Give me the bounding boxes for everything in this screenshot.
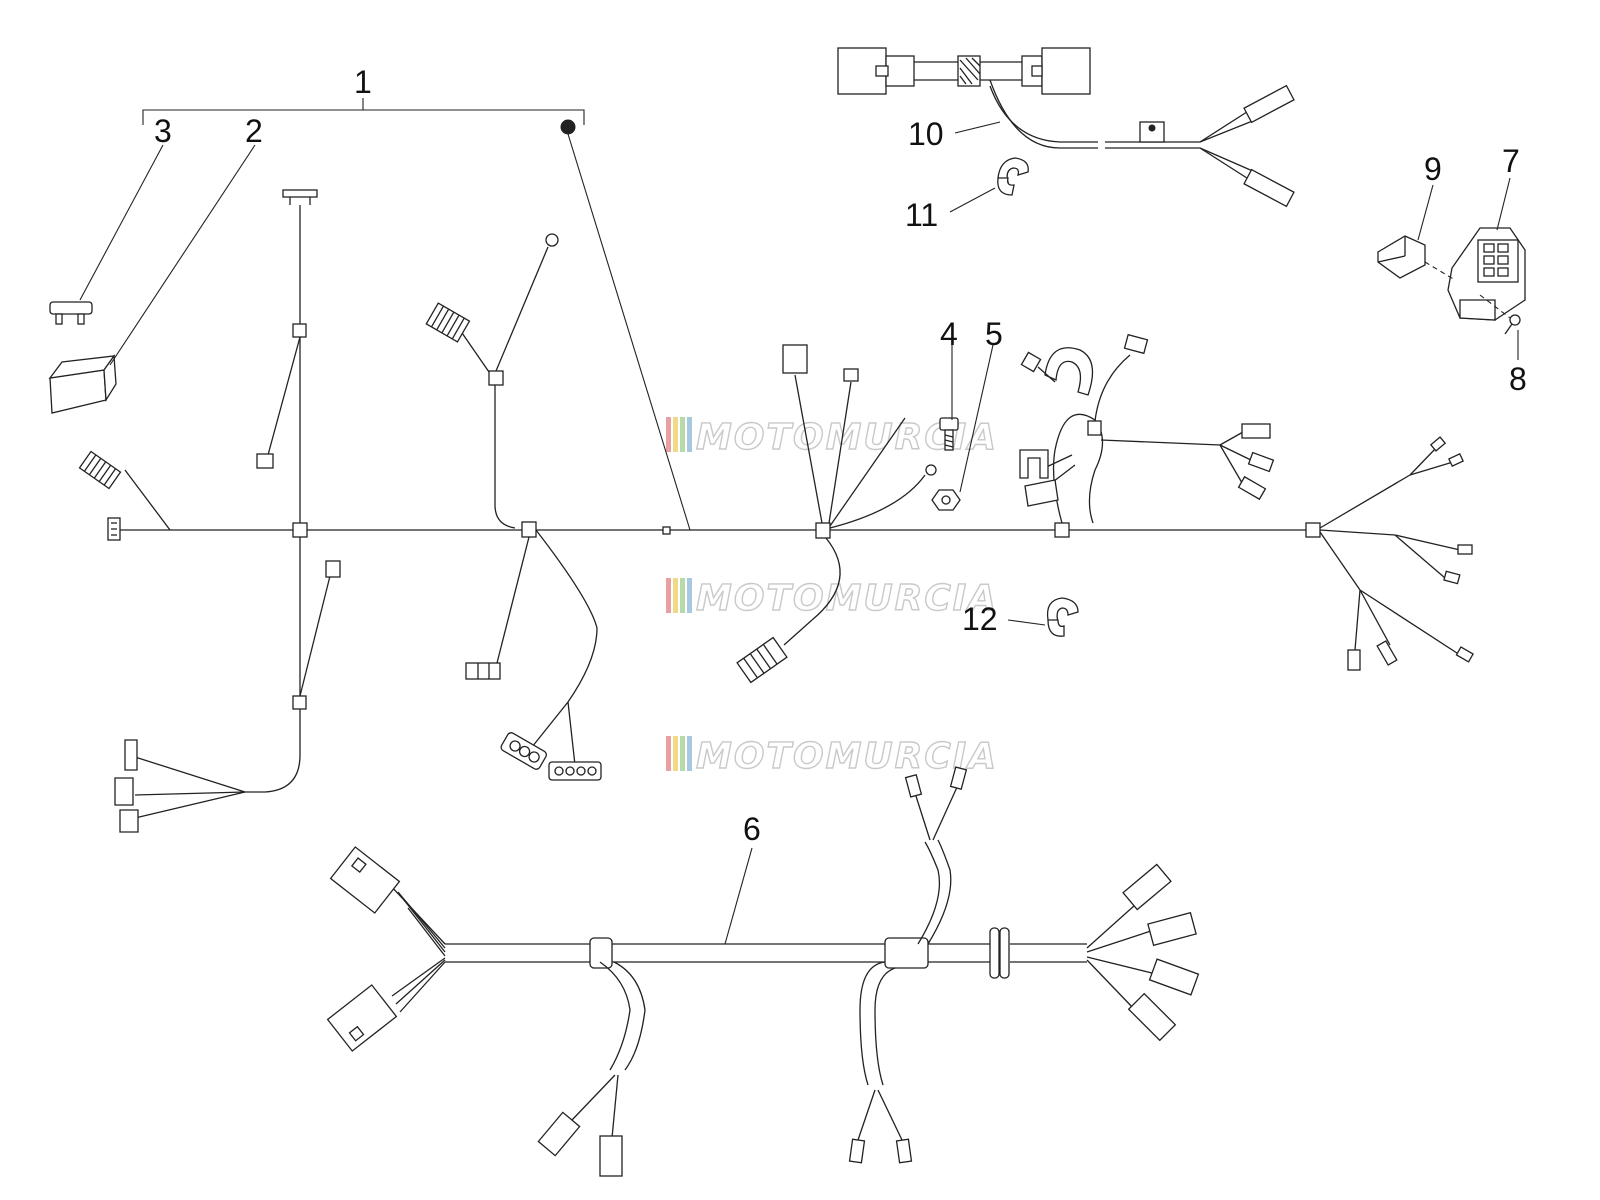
watermark-middle: MOTOMURCIA [666,577,998,620]
part-11-cable-clip [997,157,1029,196]
junction-g [1054,522,1070,538]
part-9-bracket [1377,235,1456,281]
label-part-7: 7 [1502,143,1520,179]
label-part-1: 1 [354,64,372,100]
junction-e [521,521,537,538]
part-2-relay-box [48,354,117,414]
connector-6b [326,984,398,1052]
junction-a [292,323,307,338]
label-part-11: 11 [905,197,938,233]
label-part-2: 2 [245,113,263,149]
label-part-9: 9 [1424,151,1442,187]
watermark-text-middle: MOTOMURCIA [696,578,998,619]
part-3-fuse [49,301,93,325]
connector-hub-3 [736,636,788,684]
top-clip-connector [282,189,318,198]
terminal-r3 [1457,544,1473,555]
watermark-text-bottom: MOTOMURCIA [696,736,998,777]
small-marker [662,526,671,535]
quad-connector-b [548,761,602,781]
main-harness [78,189,1474,833]
connector-h2 [1247,451,1275,473]
ring-terminal-hub [925,464,937,476]
junction-c [292,695,307,710]
multi-connector-top [425,302,471,343]
small-connector-a [256,453,274,469]
fan-connector-2 [114,777,134,806]
watermark-bottom: MOTOMURCIA [666,735,998,778]
connector-hub-2 [843,368,859,382]
fan-connector-3 [119,809,139,833]
triple-connector-a [500,732,547,770]
label-part-10: 10 [908,116,944,152]
label-part-6: 6 [743,811,761,847]
connector-h3 [1237,475,1267,501]
label-part-8: 8 [1509,361,1527,397]
terminal-r4 [1443,570,1461,585]
label-part-4: 4 [940,316,958,352]
small-connector-b [325,560,341,578]
junction-b [292,522,308,538]
terminal-6e [848,1138,866,1164]
terminal-r5 [1347,649,1361,671]
label-part-3: 3 [154,113,172,149]
connector-6i [1122,863,1172,911]
fan-connector-1 [124,739,138,771]
terminal-r1 [1429,436,1447,452]
connector-h1 [1241,423,1271,439]
comb-connector-left [78,450,122,490]
terminal-6g [904,773,923,798]
connector-6j [1147,911,1197,947]
connector-hub-1 [782,344,808,374]
junction-h [1087,420,1102,436]
label-part-5: 5 [985,316,1003,352]
part-6-harness [326,766,1200,1177]
junction-d [488,370,504,386]
terminal-r7 [1455,646,1474,663]
part-5-nut [931,489,961,511]
connector-h6 [1020,351,1042,373]
connector-6k [1148,958,1200,996]
grommet-h5 [1044,347,1094,396]
connector-6l [1127,992,1177,1042]
connector-h7 [1019,449,1049,479]
terminal-6h [949,766,968,791]
bracket-h4 [1123,333,1149,355]
part-7-horn [1447,227,1526,321]
junction-f [815,522,831,539]
ring-terminal-top [545,233,559,247]
part-10-sub-harness [837,47,1295,208]
part-12-cable-clip [1046,597,1079,637]
connector-6a [329,846,401,914]
terminal-r6 [1376,640,1398,666]
part-4-bolt [939,417,959,451]
connector-6d [599,1135,623,1177]
part-8-screw [1479,294,1521,335]
junction-i [1305,522,1321,538]
connector-mid-left [465,662,501,680]
terminal-6f [895,1138,913,1164]
callout-labels: 1 2 3 4 5 6 7 8 9 10 11 12 [154,64,1527,847]
terminal-r2 [1448,452,1464,468]
connector-h8 [1024,479,1059,507]
connector-6c [537,1111,581,1157]
part-1-bracket [142,98,691,531]
label-part-12: 12 [962,601,998,637]
